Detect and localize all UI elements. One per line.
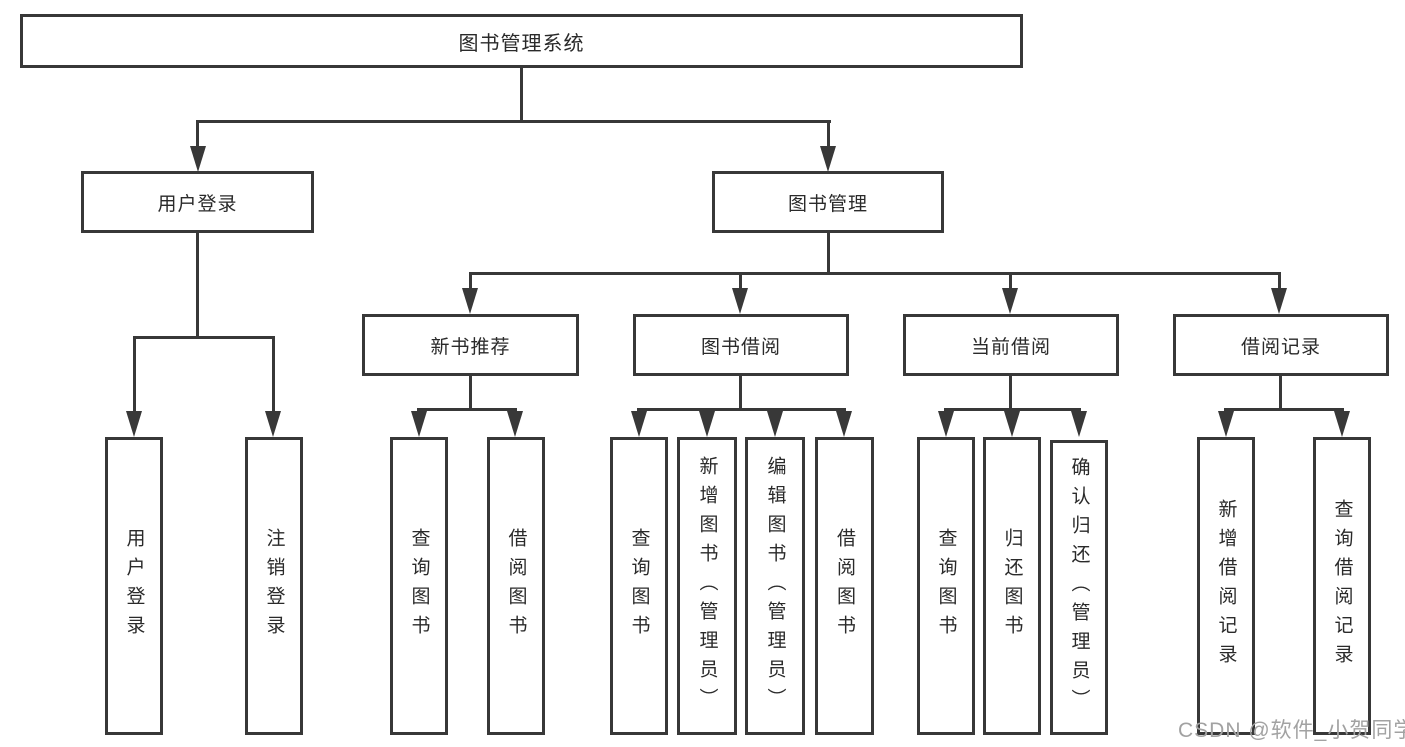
connector-line: [272, 336, 275, 414]
connector-line: [827, 233, 830, 272]
node-label: 图书管理系统: [458, 32, 585, 55]
leaf-br-add-record: 新增借阅记录: [1197, 437, 1255, 735]
node-label: 当前借阅: [970, 336, 1051, 358]
node-library-management-system: 图书管理系统: [20, 14, 1023, 68]
arrow-down-icon: [631, 411, 647, 437]
connector-line: [469, 272, 472, 292]
leaf-label: 注销登录: [263, 528, 285, 644]
connector-line: [1279, 376, 1282, 408]
connector-line: [1224, 408, 1344, 411]
arrow-down-icon: [190, 146, 206, 172]
connector-line: [133, 336, 136, 414]
connector-line: [827, 120, 830, 148]
arrow-down-icon: [820, 146, 836, 172]
node-book-management: 图书管理: [712, 171, 944, 233]
arrow-down-icon: [1004, 411, 1020, 437]
leaf-cb-confirm-return-admin: 确认归还（管理员）: [1050, 440, 1108, 735]
arrow-down-icon: [1334, 411, 1350, 437]
leaf-label: 借阅图书: [834, 528, 855, 644]
arrow-down-icon: [126, 411, 142, 437]
connector-line: [520, 68, 523, 120]
node-borrowing-records: 借阅记录: [1173, 314, 1389, 376]
arrow-down-icon: [507, 411, 523, 437]
connector-line: [196, 120, 831, 123]
leaf-bb-edit-books-admin: 编辑图书（管理员）: [745, 437, 805, 735]
arrow-down-icon: [1218, 411, 1234, 437]
connector-line: [196, 120, 199, 148]
leaf-label: 借阅图书: [505, 528, 527, 644]
connector-line: [469, 376, 472, 408]
leaf-label: 查询借阅记录: [1331, 499, 1353, 673]
leaf-logout: 注销登录: [245, 437, 303, 735]
leaf-label: 编辑图书（管理员）: [764, 455, 786, 717]
leaf-cb-return-books: 归还图书: [983, 437, 1041, 735]
leaf-label: 查询图书: [408, 528, 430, 644]
leaf-bb-add-books-admin: 新增图书（管理员）: [677, 437, 737, 735]
leaf-label: 新增借阅记录: [1215, 499, 1237, 673]
arrow-down-icon: [411, 411, 427, 437]
arrow-down-icon: [1002, 288, 1018, 314]
leaf-rec-borrow-books: 借阅图书: [487, 437, 545, 735]
connector-line: [1278, 272, 1281, 292]
connector-line: [739, 272, 742, 292]
arrow-down-icon: [699, 411, 715, 437]
connector-line: [196, 233, 199, 336]
node-label: 借阅记录: [1240, 336, 1321, 358]
node-new-book-recommendation: 新书推荐: [362, 314, 579, 376]
leaf-label: 归还图书: [1001, 528, 1023, 644]
leaf-label: 查询图书: [628, 528, 650, 644]
leaf-br-query-record: 查询借阅记录: [1313, 437, 1371, 735]
connector-line: [1009, 376, 1012, 408]
connector-line: [637, 408, 845, 411]
connector-line: [739, 376, 742, 408]
node-current-borrowing: 当前借阅: [903, 314, 1119, 376]
leaf-label: 新增图书（管理员）: [696, 455, 718, 717]
leaf-label: 用户登录: [123, 528, 145, 644]
leaf-rec-query-books: 查询图书: [390, 437, 448, 735]
node-book-borrowing: 图书借阅: [633, 314, 849, 376]
arrow-down-icon: [767, 411, 783, 437]
arrow-down-icon: [938, 411, 954, 437]
leaf-label: 确认归还（管理员）: [1068, 457, 1090, 718]
node-label: 新书推荐: [430, 336, 511, 358]
node-label: 用户登录: [157, 193, 238, 215]
leaf-cb-query-books: 查询图书: [917, 437, 975, 735]
leaf-label: 查询图书: [935, 528, 957, 644]
connector-line: [417, 408, 516, 411]
arrow-down-icon: [462, 288, 478, 314]
connector-line: [469, 272, 1281, 275]
leaf-bb-query-books: 查询图书: [610, 437, 668, 735]
connector-line: [133, 336, 275, 339]
csdn-watermark: CSDN @软件_小贺同学: [1178, 719, 1405, 742]
node-user-login: 用户登录: [81, 171, 314, 233]
node-label: 图书借阅: [700, 336, 781, 358]
arrow-down-icon: [836, 411, 852, 437]
node-label: 图书管理: [787, 193, 868, 215]
leaf-bb-borrow-books: 借阅图书: [815, 437, 874, 735]
arrow-down-icon: [265, 411, 281, 437]
arrow-down-icon: [1071, 411, 1087, 437]
leaf-user-login: 用户登录: [105, 437, 163, 735]
arrow-down-icon: [732, 288, 748, 314]
connector-line: [1009, 272, 1012, 292]
arrow-down-icon: [1271, 288, 1287, 314]
